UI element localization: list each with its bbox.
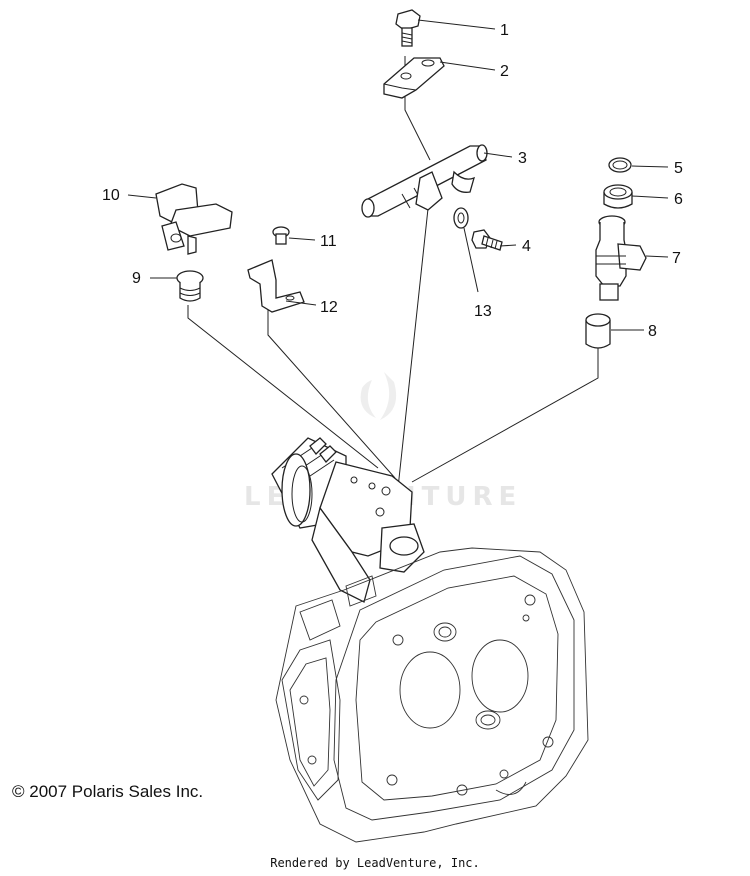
- intake-manifold: [311, 461, 425, 603]
- callout-leaders: [127, 19, 669, 331]
- part-11-small-bolt[interactable]: [272, 226, 290, 245]
- callout-2: 2: [500, 63, 509, 80]
- copyright-notice: © 2007 Polaris Sales Inc.: [12, 782, 204, 801]
- rendered-by-footer: Rendered by LeadVenture, Inc.: [270, 856, 480, 870]
- part-12-clip[interactable]: [247, 259, 305, 313]
- callout-1: 1: [500, 22, 509, 39]
- callout-8: 8: [648, 323, 657, 340]
- callout-9: 9: [132, 270, 141, 287]
- part-7-injector[interactable]: [595, 215, 647, 301]
- callout-7: 7: [672, 250, 681, 267]
- callout-5: 5: [674, 160, 683, 177]
- assembly-leader-lines: [187, 56, 599, 489]
- part-6-seal[interactable]: [603, 184, 633, 209]
- part-5-o-ring[interactable]: [608, 157, 632, 173]
- callout-4: 4: [522, 238, 531, 255]
- part-13-washer[interactable]: [453, 207, 469, 229]
- part-10-sensor[interactable]: [155, 183, 233, 255]
- callout-numbers: 1 2 3 4 5 6 7 8 9 10 11 12 13: [102, 22, 683, 340]
- callout-10: 10: [102, 187, 120, 204]
- part-8-sleeve[interactable]: [585, 313, 611, 349]
- callout-13: 13: [474, 303, 492, 320]
- part-4-screw[interactable]: [471, 229, 503, 251]
- callout-3: 3: [518, 150, 527, 167]
- cylinder-head: [275, 547, 589, 843]
- callout-11: 11: [320, 233, 337, 250]
- part-1-bolt[interactable]: [395, 9, 421, 47]
- part-2-bracket[interactable]: [383, 57, 445, 99]
- part-9-plug[interactable]: [176, 270, 204, 302]
- callout-6: 6: [674, 191, 683, 208]
- part-3-fuel-rail[interactable]: [361, 144, 488, 218]
- callout-12: 12: [320, 299, 338, 316]
